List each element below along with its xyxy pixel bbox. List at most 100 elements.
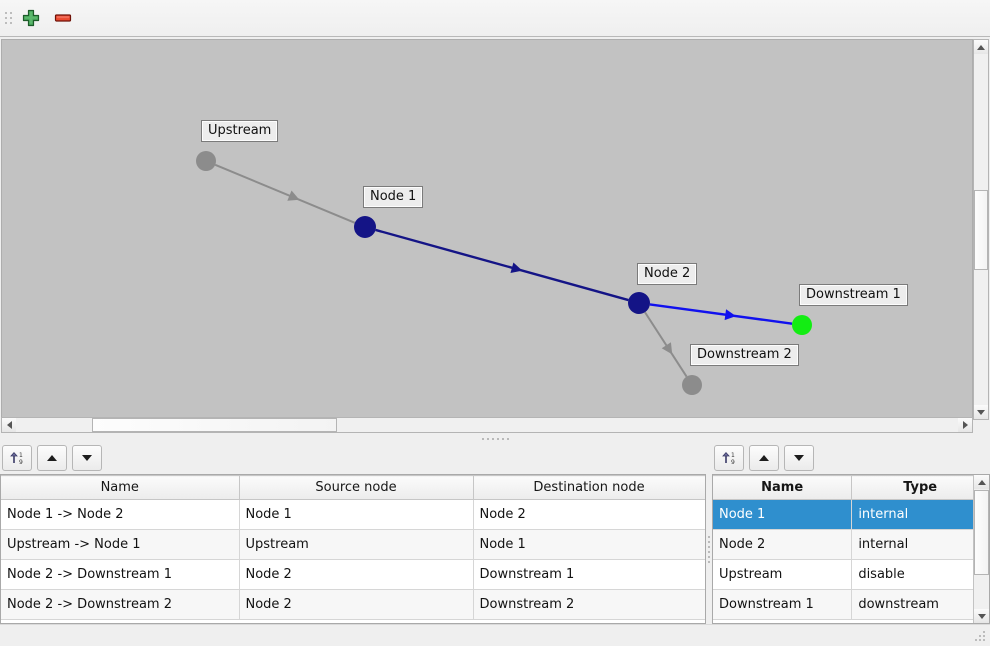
- nodes-toolbar: 1 9: [714, 444, 819, 471]
- scroll-left-button[interactable]: [2, 418, 16, 432]
- edges-table-cell-source[interactable]: Node 1: [239, 499, 474, 530]
- edges-table-cell-name[interactable]: Upstream -> Node 1: [1, 529, 240, 560]
- vertical-scroll-thumb[interactable]: [974, 190, 988, 270]
- graph-node-label-node2[interactable]: Node 2: [637, 263, 698, 285]
- nodes-scroll-down-button[interactable]: [974, 609, 989, 623]
- horizontal-scroll-thumb[interactable]: [92, 418, 337, 432]
- svg-text:9: 9: [731, 459, 735, 466]
- caret-up-icon: [977, 44, 985, 50]
- caret-up-icon: [977, 479, 986, 485]
- edges-table-empty-row: [1, 619, 705, 623]
- svg-text:1: 1: [731, 452, 735, 459]
- edges-table-column-header[interactable]: Source node: [239, 475, 474, 500]
- empty-cell: [713, 619, 989, 623]
- drag-grip[interactable]: [3, 7, 13, 29]
- nodes-table-cell-type[interactable]: downstream: [851, 589, 989, 620]
- graph-node-label-node1[interactable]: Node 1: [363, 186, 424, 208]
- graph-node-node2[interactable]: [628, 292, 650, 314]
- remove-button[interactable]: [49, 4, 77, 32]
- graph-edge[interactable]: [649, 303, 793, 325]
- nodes-sort-button[interactable]: 1 9: [714, 444, 744, 471]
- graph-node-label-downstream1[interactable]: Downstream 1: [799, 284, 908, 306]
- nodes-move-down-button[interactable]: [784, 444, 814, 471]
- edges-toolbar: 1 9: [2, 444, 107, 471]
- edges-table-cell-destination[interactable]: Node 1: [473, 529, 705, 560]
- edges-sort-button[interactable]: 1 9: [2, 444, 32, 471]
- svg-text:9: 9: [19, 459, 23, 466]
- nodes-table-cell-name[interactable]: Node 2: [713, 529, 853, 560]
- edges-table-column-header[interactable]: Destination node: [473, 475, 705, 500]
- nodes-table-empty-row: [713, 619, 989, 623]
- edge-arrowhead: [287, 190, 300, 201]
- move-down-icon: [82, 454, 92, 461]
- edges-table-cell-source[interactable]: Node 2: [239, 589, 474, 620]
- edges-move-down-button[interactable]: [72, 444, 102, 471]
- graph-node-label-upstream[interactable]: Upstream: [201, 120, 279, 142]
- splitter-grip-icon: [481, 437, 509, 440]
- nodes-table-cell-type[interactable]: internal: [851, 499, 989, 530]
- scroll-up-button[interactable]: [974, 40, 988, 54]
- edges-table-cell-name[interactable]: Node 2 -> Downstream 2: [1, 589, 240, 620]
- edges-table-cell-destination[interactable]: Downstream 2: [473, 589, 705, 620]
- edge-arrowhead: [510, 262, 523, 274]
- scroll-right-button[interactable]: [958, 418, 972, 432]
- edge-arrowhead: [661, 342, 673, 355]
- edges-move-up-button[interactable]: [37, 444, 67, 471]
- graph-node-downstream2[interactable]: [682, 375, 702, 395]
- graph-edge[interactable]: [214, 163, 356, 224]
- edges-table-cell-source[interactable]: Node 2: [239, 559, 474, 590]
- graph-node-node1[interactable]: [354, 216, 376, 238]
- nodes-table-cell-type[interactable]: internal: [851, 529, 989, 560]
- canvas-horizontal-scrollbar[interactable]: [1, 417, 973, 433]
- edges-table-cell-destination[interactable]: Downstream 1: [473, 559, 705, 590]
- vertical-splitter[interactable]: [706, 474, 712, 624]
- add-button[interactable]: [17, 4, 45, 32]
- caret-down-icon: [977, 409, 985, 415]
- sort-ascending-icon: 1 9: [10, 451, 23, 466]
- nodes-scroll-up-button[interactable]: [974, 475, 989, 489]
- graph-edge[interactable]: [644, 311, 688, 378]
- edge-arrowhead: [724, 309, 737, 321]
- graph-edge[interactable]: [375, 228, 629, 302]
- plus-icon: [22, 9, 40, 27]
- nodes-table-cell-type[interactable]: disable: [851, 559, 989, 590]
- edges-table-column-header[interactable]: Name: [1, 475, 240, 500]
- edges-table-cell-name[interactable]: Node 2 -> Downstream 1: [1, 559, 240, 590]
- edges-table-cell-destination[interactable]: Node 2: [473, 499, 705, 530]
- status-bar: [0, 624, 990, 646]
- nodes-table-column-header[interactable]: Name: [713, 475, 853, 500]
- nodes-table-cell-name[interactable]: Upstream: [713, 559, 853, 590]
- nodes-move-up-button[interactable]: [749, 444, 779, 471]
- scroll-down-button[interactable]: [974, 405, 988, 419]
- caret-left-icon: [6, 421, 12, 429]
- nodes-table-scrollbar[interactable]: [973, 475, 989, 623]
- edges-table-cell-name[interactable]: Node 1 -> Node 2: [1, 499, 240, 530]
- empty-cell: [1, 619, 705, 623]
- nodes-table-cell-name[interactable]: Downstream 1: [713, 589, 853, 620]
- graph-node-label-downstream2[interactable]: Downstream 2: [690, 344, 799, 366]
- caret-right-icon: [962, 421, 968, 429]
- graph-node-upstream[interactable]: [196, 151, 216, 171]
- main-toolbar: [0, 0, 990, 37]
- nodes-table-cell-name[interactable]: Node 1: [713, 499, 853, 530]
- horizontal-splitter[interactable]: [0, 433, 990, 444]
- nodes-scroll-thumb[interactable]: [974, 490, 989, 575]
- graph-node-downstream1[interactable]: [792, 315, 812, 335]
- window-resize-grip[interactable]: [975, 631, 988, 644]
- canvas-vertical-scrollbar[interactable]: [973, 39, 989, 420]
- nodes-table-column-header[interactable]: Type: [851, 475, 989, 500]
- edges-table-cell-source[interactable]: Upstream: [239, 529, 474, 560]
